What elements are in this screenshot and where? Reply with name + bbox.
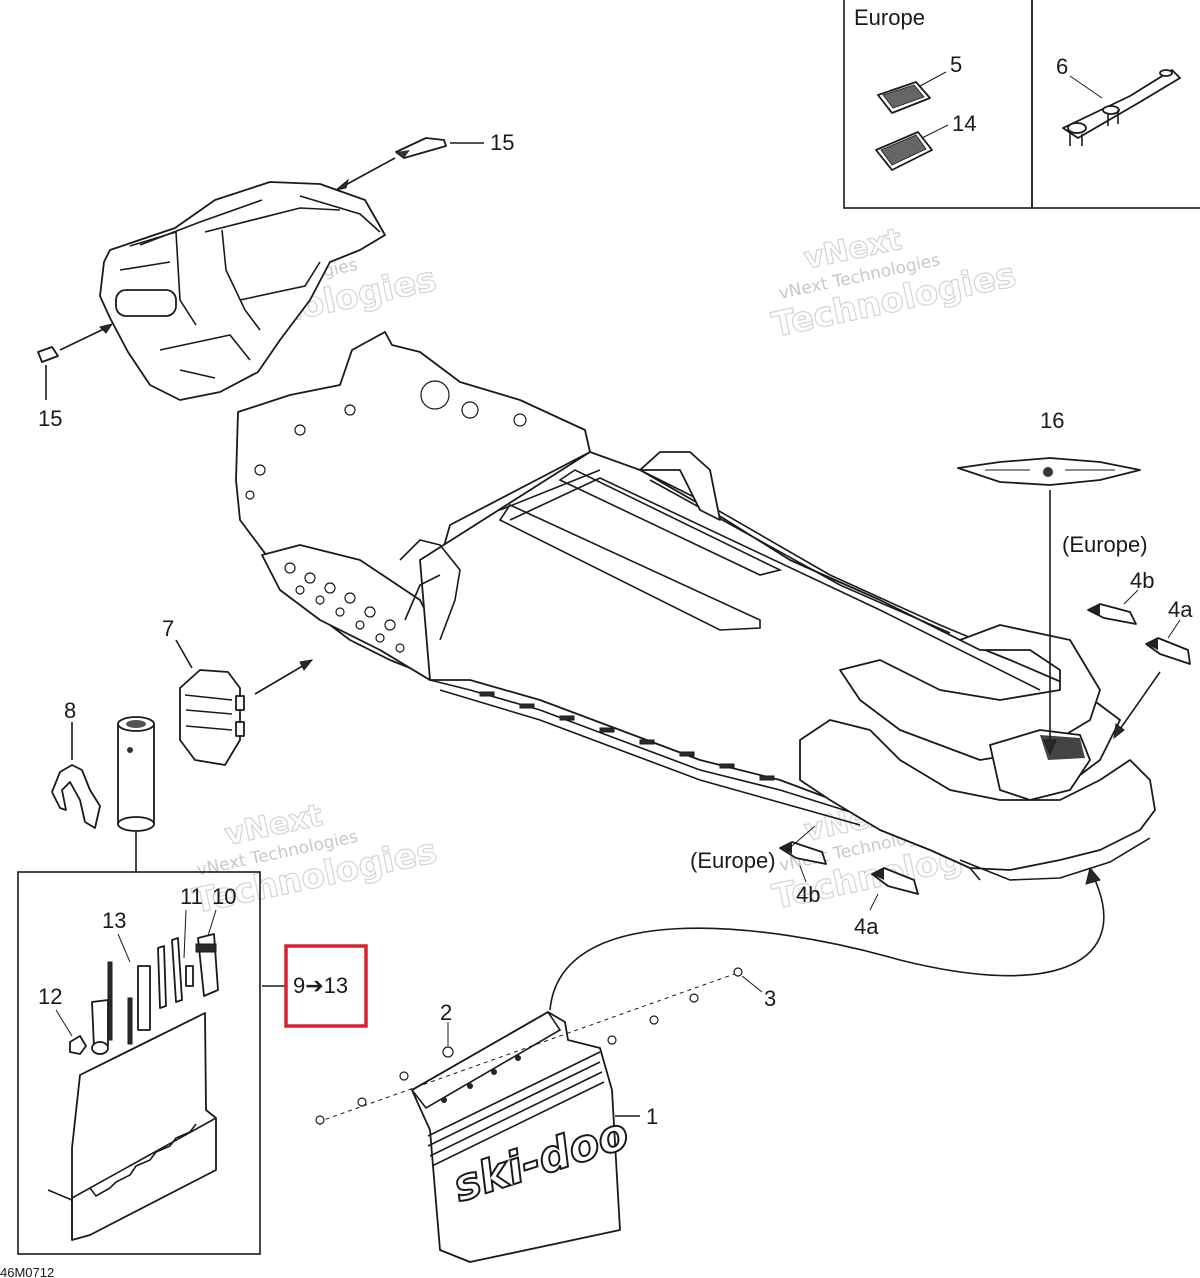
part-15-top: 15 bbox=[335, 130, 514, 191]
part-16-decal: 16 bbox=[957, 408, 1141, 756]
fasteners: 2 3 bbox=[315, 967, 776, 1125]
svg-text:8: 8 bbox=[64, 698, 76, 723]
europe-inset: Europe 5 14 6 bbox=[843, 0, 1200, 209]
svg-text:1: 1 bbox=[646, 1104, 658, 1129]
part-7-bracket: 7 bbox=[162, 616, 314, 766]
range-9-13-highlight: 9➔13 bbox=[284, 944, 368, 1028]
svg-text:4a: 4a bbox=[1168, 597, 1193, 622]
range-9-13-label: 9➔13 bbox=[293, 973, 348, 998]
europe-bottom-reflectors: (Europe) 4b 4a bbox=[690, 825, 919, 939]
watermark-2: vNext vNext Technologies Technologies bbox=[768, 221, 1020, 346]
floor-vent-holes bbox=[284, 562, 405, 653]
svg-text:15: 15 bbox=[490, 130, 514, 155]
svg-text:7: 7 bbox=[162, 616, 174, 641]
tool-container bbox=[117, 716, 155, 872]
svg-text:4b: 4b bbox=[796, 882, 820, 907]
svg-text:10: 10 bbox=[212, 884, 236, 909]
svg-text:5: 5 bbox=[950, 52, 962, 77]
svg-text:14: 14 bbox=[952, 111, 976, 136]
europe-inset-title: Europe bbox=[854, 5, 925, 30]
svg-text:(Europe): (Europe) bbox=[1062, 532, 1148, 557]
svg-text:2: 2 bbox=[440, 1000, 452, 1025]
chassis-frame bbox=[235, 331, 1156, 881]
svg-text:4a: 4a bbox=[854, 914, 879, 939]
range-highlight-box bbox=[284, 944, 368, 1028]
part-14-reflector: 14 bbox=[875, 111, 976, 171]
svg-text:11: 11 bbox=[180, 884, 203, 909]
part-8-strap: 8 bbox=[51, 698, 101, 829]
europe-right-reflectors: (Europe) 4b 4a bbox=[1062, 532, 1193, 740]
part-1-mudflap: ski-doo 1 bbox=[410, 866, 1105, 1263]
svg-text:6: 6 bbox=[1056, 54, 1068, 79]
svg-text:4b: 4b bbox=[1130, 568, 1154, 593]
front-upper-body bbox=[99, 181, 386, 401]
svg-text:(Europe): (Europe) bbox=[690, 848, 776, 873]
svg-text:15: 15 bbox=[38, 406, 62, 431]
part-6-bracket: 6 bbox=[1056, 54, 1181, 146]
svg-text:12: 12 bbox=[38, 984, 62, 1009]
figure-code: 46M0712 bbox=[0, 1265, 54, 1278]
part-15-left: 15 bbox=[37, 323, 114, 431]
svg-text:3: 3 bbox=[764, 986, 776, 1011]
tool-kit-box: 13 11 10 12 bbox=[17, 871, 286, 1255]
svg-text:13: 13 bbox=[102, 908, 126, 933]
svg-text:16: 16 bbox=[1040, 408, 1064, 433]
tunnel-slots bbox=[479, 691, 775, 781]
part-5-reflector: 5 bbox=[877, 52, 962, 114]
